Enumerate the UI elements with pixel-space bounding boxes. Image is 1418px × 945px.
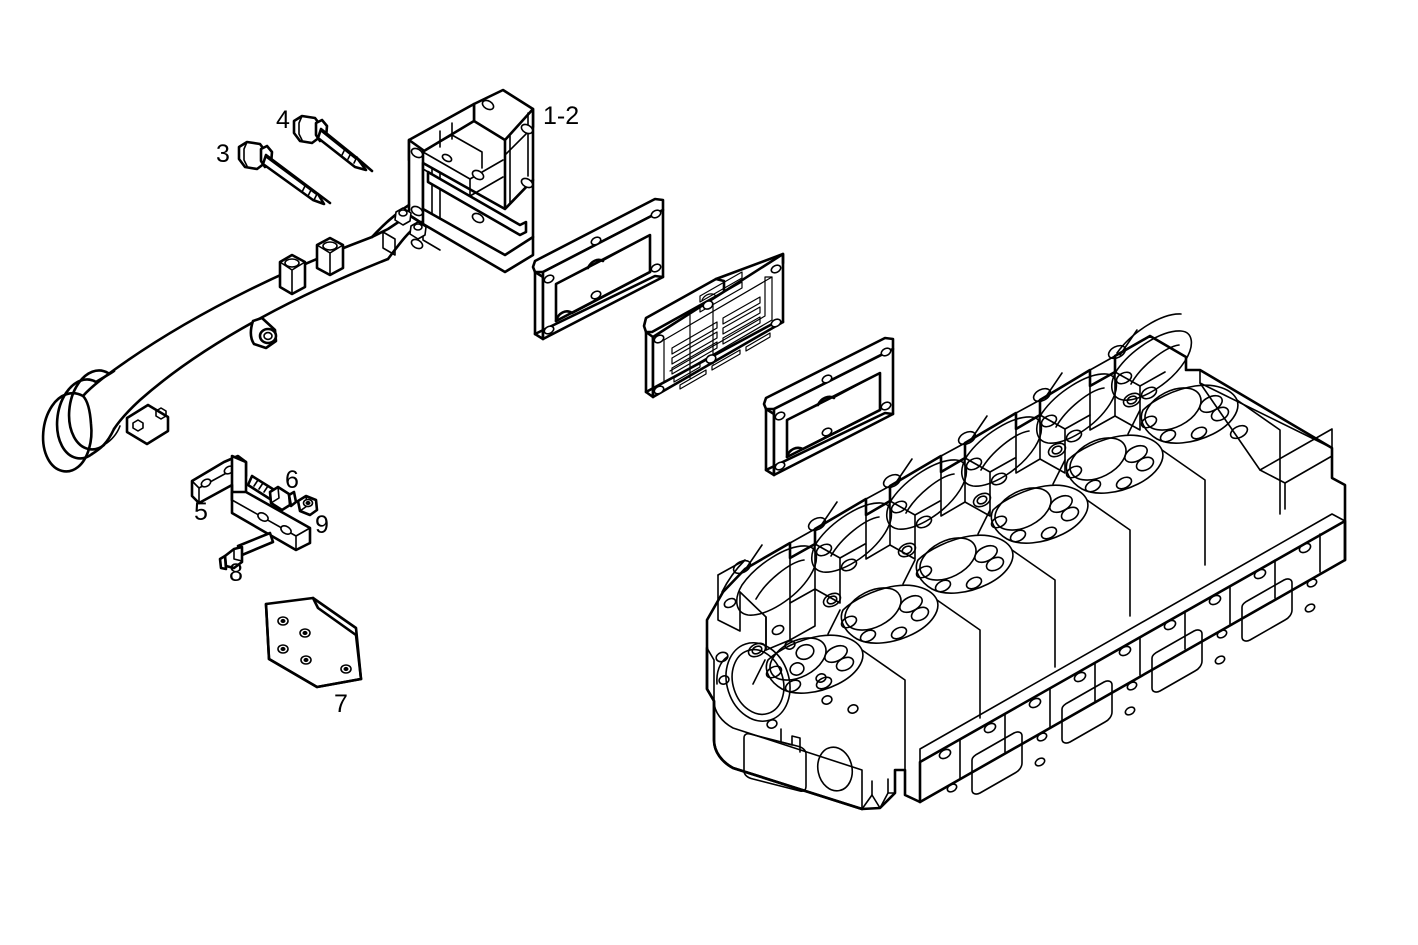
callout-9: 9: [315, 511, 329, 539]
hex-nut-9: [296, 494, 319, 517]
callout-6: 6: [285, 466, 299, 494]
cylinder-head-gussets: [752, 399, 1281, 771]
callout-8: 8: [229, 559, 243, 587]
cylinder-head: [705, 313, 1347, 811]
exhaust-side-face: [904, 513, 1347, 804]
hex-flange-bolt-6: [246, 474, 298, 512]
intake-manifold-housing: [370, 88, 535, 274]
long-flange-bolt-3: [237, 140, 332, 206]
cylinder-head-front-face: [705, 574, 896, 811]
grid-heater-element: [642, 252, 785, 399]
intake-gasket-lower: [762, 336, 895, 477]
long-flange-bolt-4: [292, 114, 374, 173]
callout-4: 4: [276, 106, 290, 134]
cylinder-deck-1: [747, 634, 864, 694]
intake-gasket-upper: [531, 197, 665, 341]
support-bracket-5: [190, 454, 312, 552]
cylinder-deck-5: [1047, 434, 1164, 494]
air-inlet-tube: [41, 235, 390, 473]
cylinder-deck-2: [822, 584, 939, 644]
callout-7: 7: [334, 690, 348, 718]
mounting-plate-7: [264, 596, 363, 689]
callout-5: 5: [194, 498, 208, 526]
hex-flange-bolt-8: [218, 531, 275, 571]
intake-port-bosses: [717, 313, 1333, 616]
callout-1-2: 1-2: [543, 102, 580, 130]
callout-3: 3: [216, 140, 230, 168]
